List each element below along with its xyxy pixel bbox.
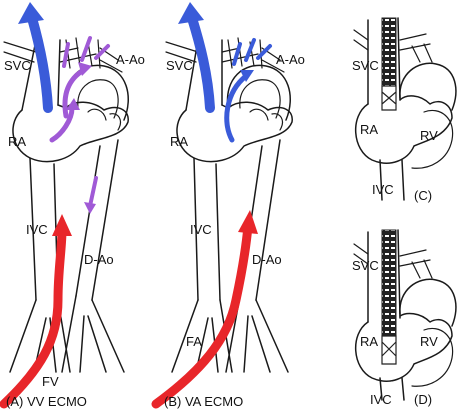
panel-b-iliac-arteries	[225, 295, 289, 373]
panel-a-return-arrow	[0, 225, 67, 409]
panel-b-label-dao: D-Ao	[252, 252, 282, 267]
panel-a-iliac-arteries	[61, 295, 125, 373]
panel-b-drainage-arrowhead	[178, 2, 204, 24]
panel-a-label-ra: RA	[8, 134, 26, 149]
panel-c-label-rv: RV	[420, 128, 438, 143]
panel-a-recirculation-descending	[88, 176, 98, 208]
panel-b-label-fa: FA	[186, 334, 202, 349]
panel-c: SVC RA RV IVC (C)	[352, 17, 457, 203]
panel-c-label-svc: SVC	[352, 58, 379, 73]
panel-a-recirculation-head-vessel-1	[62, 42, 70, 68]
panel-c-svc-vessel	[367, 17, 401, 105]
panel-d-heart	[354, 312, 453, 382]
panel-a-heart	[12, 101, 129, 163]
panel-b-head-flow-3	[256, 44, 272, 60]
panel-d-cannula-tip	[381, 335, 397, 365]
panel-a-recirculation-head-vessel-2	[80, 36, 92, 62]
panel-c-label-ivc: IVC	[372, 182, 394, 197]
panel-a-label-fv: FV	[42, 374, 59, 389]
panel-b-label-ivc: IVC	[190, 222, 212, 237]
panel-c-caption: (C)	[414, 188, 432, 203]
panel-b-aortic-arch-inner	[239, 79, 281, 119]
panel-a-return-arrowhead	[52, 214, 72, 236]
panel-c-arch	[399, 62, 457, 111]
panel-a-aortic-arch-inner	[77, 79, 119, 119]
panel-a-descending-aorta	[75, 139, 119, 301]
panel-c-rv-outline	[411, 109, 454, 169]
panel-b-ivc-vessel	[193, 157, 221, 301]
panel-d-head-vessels	[353, 243, 433, 279]
panel-a-label-ivc: IVC	[26, 222, 48, 237]
panel-b-va-ecmo: SVC A-Ao RA IVC D-Ao FA (B) VA ECMO	[151, 2, 305, 409]
panel-a-drainage-arrow	[27, 13, 53, 113]
panel-a-recirculation-arrow-heart	[49, 105, 75, 143]
panel-a-recirculation-head-vessel-3	[94, 44, 110, 60]
panel-d: SVC RA RV IVC (D)	[352, 229, 457, 407]
panel-a-label-dao: D-Ao	[84, 252, 114, 267]
panel-a-iliac-veins	[9, 299, 71, 373]
panel-d-label-ra: RA	[360, 334, 378, 349]
panel-c-label-ra: RA	[360, 122, 378, 137]
panel-c-heart	[354, 95, 453, 164]
panel-c-ivc-vessel	[379, 159, 405, 201]
panel-a-recirculation-arrow-arch	[62, 67, 87, 119]
panel-d-svc-vessel	[367, 229, 401, 323]
panel-a-caption: (A) VV ECMO	[6, 394, 87, 409]
panel-b-pulmonary-veins	[249, 108, 284, 131]
panel-a-vv-ecmo: SVC A-Ao RA IVC D-Ao FV (A) VV ECMO	[0, 2, 145, 409]
panel-c-head-vessels	[353, 29, 433, 63]
panel-d-label-rv: RV	[420, 334, 438, 349]
panel-a-pulmonary-veins	[87, 108, 122, 131]
panel-b-aortic-arch	[226, 64, 291, 121]
panel-b-return-arrow	[151, 221, 253, 409]
panel-b-arch-flow-arrowhead	[240, 70, 254, 82]
panel-c-cannula-tip	[381, 85, 397, 111]
panel-d-arch	[399, 278, 457, 327]
panel-b-head-flow-1	[232, 42, 242, 66]
panel-b-drainage-arrow	[187, 13, 215, 113]
panel-a-label-aao: A-Ao	[116, 52, 145, 67]
panel-a-recirculation-arrowhead-heart	[66, 98, 80, 110]
panel-d-ivc-vessel	[379, 377, 405, 401]
panel-b-return-arrowhead	[238, 210, 258, 234]
panel-b-label-svc: SVC	[166, 58, 193, 73]
panel-a-recirculation-descending-head	[84, 202, 96, 214]
panel-d-rv-outline	[411, 327, 454, 387]
panel-b-arch-flow-arrow	[224, 73, 249, 143]
panel-d-caption: (D)	[414, 392, 432, 407]
panel-a-label-svc: SVC	[4, 58, 31, 73]
panel-b-label-aao: A-Ao	[276, 52, 305, 67]
panel-b-caption: (B) VA ECMO	[164, 394, 243, 409]
panel-b-label-ra: RA	[170, 134, 188, 149]
panel-d-label-svc: SVC	[352, 258, 379, 273]
panel-a-recirculation-arrowhead-arch	[78, 62, 92, 76]
panel-d-label-ivc: IVC	[370, 392, 392, 407]
panel-b-head-flow-2	[244, 38, 256, 62]
panel-a-drainage-arrowhead	[18, 2, 44, 24]
panel-b-heart	[176, 101, 293, 163]
